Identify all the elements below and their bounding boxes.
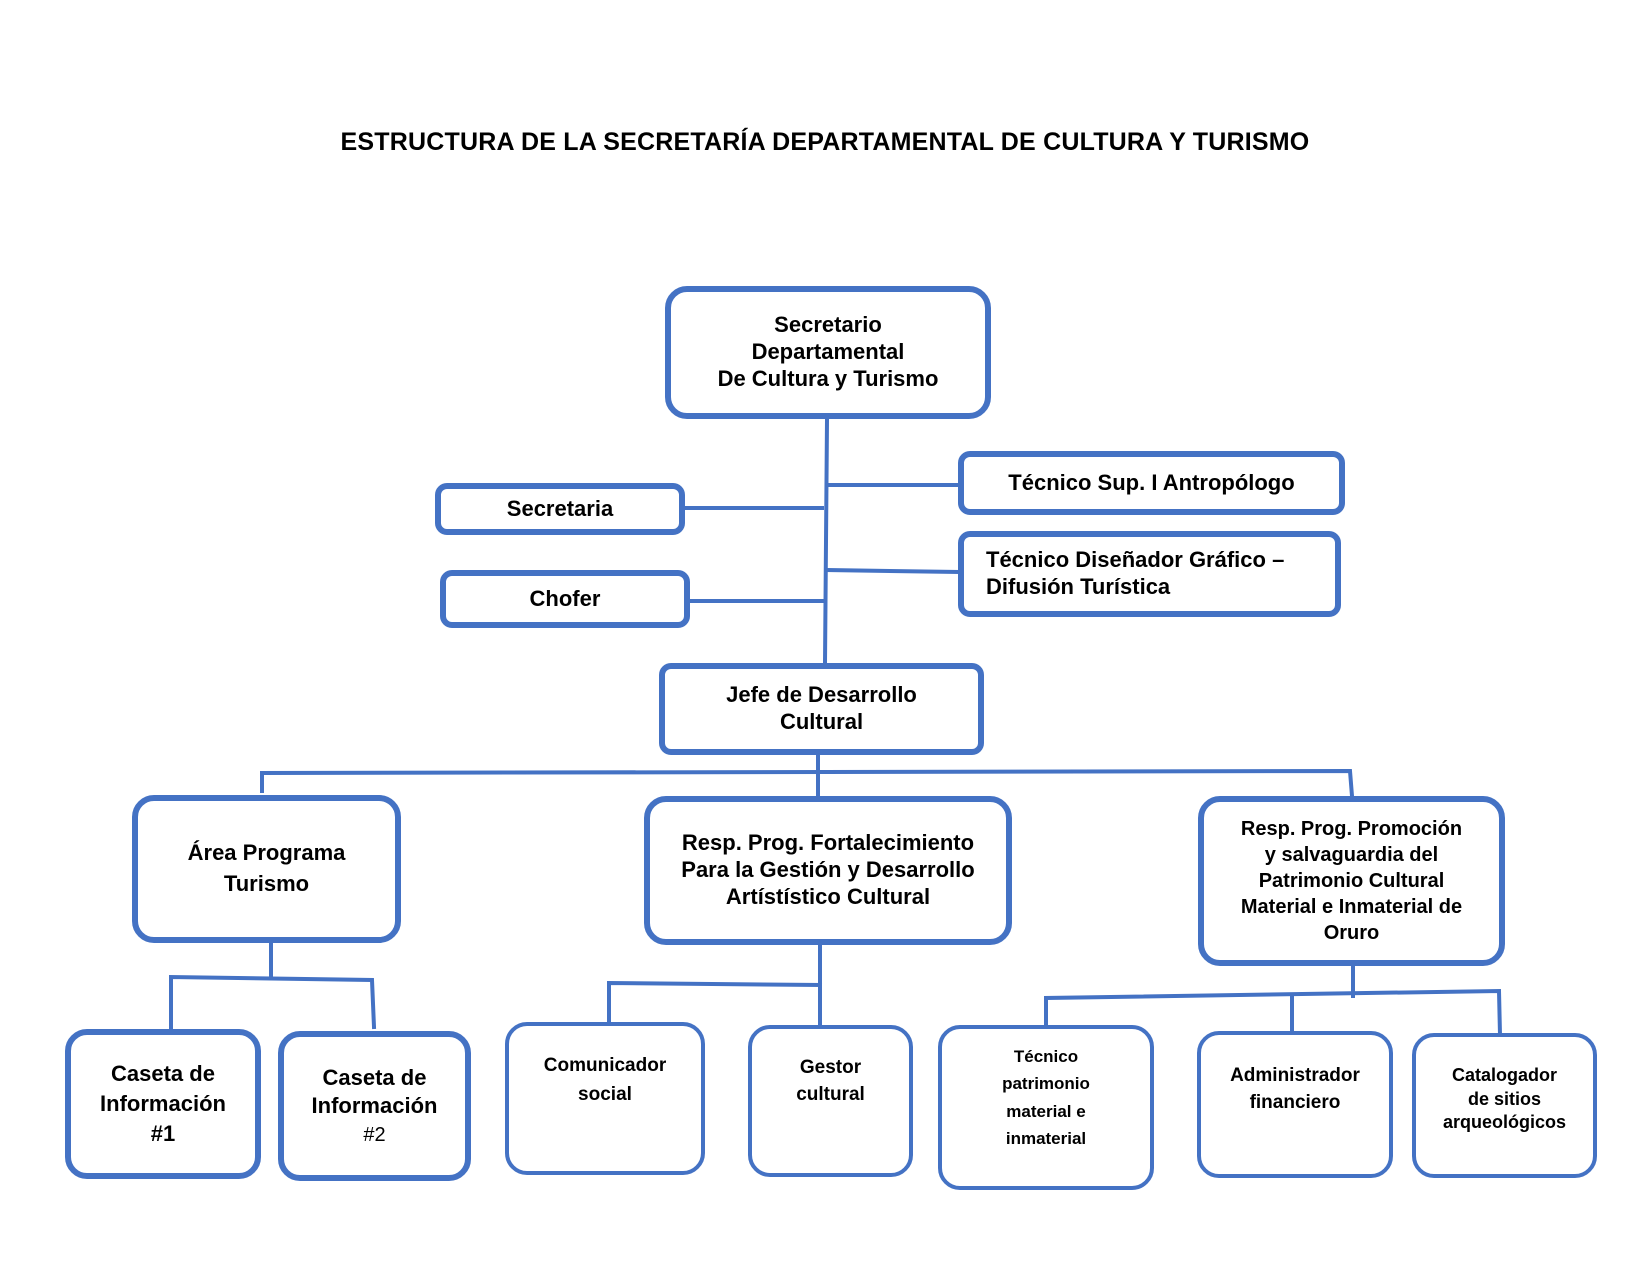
node-caseta-1: Caseta de Información #1 bbox=[65, 1029, 261, 1179]
node-tecnico-antropologo: Técnico Sup. I Antropólogo bbox=[958, 451, 1345, 515]
node-tecnico-disenador: Técnico Diseñador Gráfico – Difusión Tur… bbox=[958, 531, 1341, 617]
node-secretario: Secretario Departamental De Cultura y Tu… bbox=[665, 286, 991, 419]
node-resp-promocion-label: Resp. Prog. Promoción y salvaguardia del… bbox=[1240, 818, 1463, 944]
node-resp-promocion: Resp. Prog. Promoción y salvaguardia del… bbox=[1198, 796, 1505, 966]
node-catalogador-label: Catalogador de sitios arqueológicos bbox=[1442, 1065, 1567, 1133]
node-caseta-2-number: #2 bbox=[363, 1124, 386, 1146]
node-comunicador: Comunicador social bbox=[505, 1022, 705, 1175]
connector-level2-bus bbox=[260, 768, 1355, 799]
node-catalogador: Catalogador de sitios arqueológicos bbox=[1412, 1033, 1597, 1178]
node-secretario-label: Secretario Departamental De Cultura y Tu… bbox=[717, 312, 939, 391]
connector-comunicador bbox=[607, 980, 823, 1031]
node-chofer: Chofer bbox=[440, 570, 690, 628]
node-gestor-label: Gestor cultural bbox=[796, 1057, 865, 1105]
node-tecnico-patrimonio-label: Técnico patrimonio material e inmaterial bbox=[1002, 1047, 1090, 1148]
connector-trunk bbox=[822, 417, 830, 666]
connector-casetas-bus bbox=[169, 974, 377, 1030]
node-chofer-label: Chofer bbox=[529, 585, 601, 611]
node-administrador-label: Administrador financiero bbox=[1230, 1064, 1360, 1113]
node-secretaria-label: Secretaria bbox=[506, 495, 614, 521]
connector-disenador bbox=[824, 567, 961, 575]
node-caseta-2: Caseta de Información #2 bbox=[278, 1031, 471, 1181]
node-resp-fortalecimiento-label: Resp. Prog. Fortalecimiento Para la Gest… bbox=[681, 830, 975, 909]
node-caseta-1-label: Caseta de Información #1 bbox=[100, 1061, 226, 1146]
node-administrador: Administrador financiero bbox=[1197, 1031, 1393, 1178]
node-jefe-label: Jefe de Desarrollo Cultural bbox=[726, 682, 917, 734]
node-secretaria: Secretaria bbox=[435, 483, 685, 535]
node-tecnico-antropologo-label: Técnico Sup. I Antropólogo bbox=[1008, 469, 1295, 495]
node-tecnico-patrimonio: Técnico patrimonio material e inmaterial bbox=[938, 1025, 1154, 1190]
connector-promocion-bus bbox=[1044, 988, 1503, 1038]
node-area-turismo: Área Programa Turismo bbox=[132, 795, 401, 943]
node-resp-fortalecimiento: Resp. Prog. Fortalecimiento Para la Gest… bbox=[644, 796, 1012, 945]
node-caseta-2-text: Caseta de Información #2 bbox=[312, 1064, 438, 1148]
node-comunicador-label: Comunicador social bbox=[543, 1055, 667, 1105]
node-jefe: Jefe de Desarrollo Cultural bbox=[659, 663, 984, 755]
node-area-turismo-label: Área Programa Turismo bbox=[187, 840, 346, 896]
node-tecnico-disenador-label: Técnico Diseñador Gráfico – Difusión Tur… bbox=[986, 547, 1285, 599]
node-caseta-2-label: Caseta de Información bbox=[311, 1065, 438, 1118]
node-gestor: Gestor cultural bbox=[748, 1025, 913, 1177]
diagram-title: ESTRUCTURA DE LA SECRETARÍA DEPARTAMENTA… bbox=[340, 128, 1310, 156]
